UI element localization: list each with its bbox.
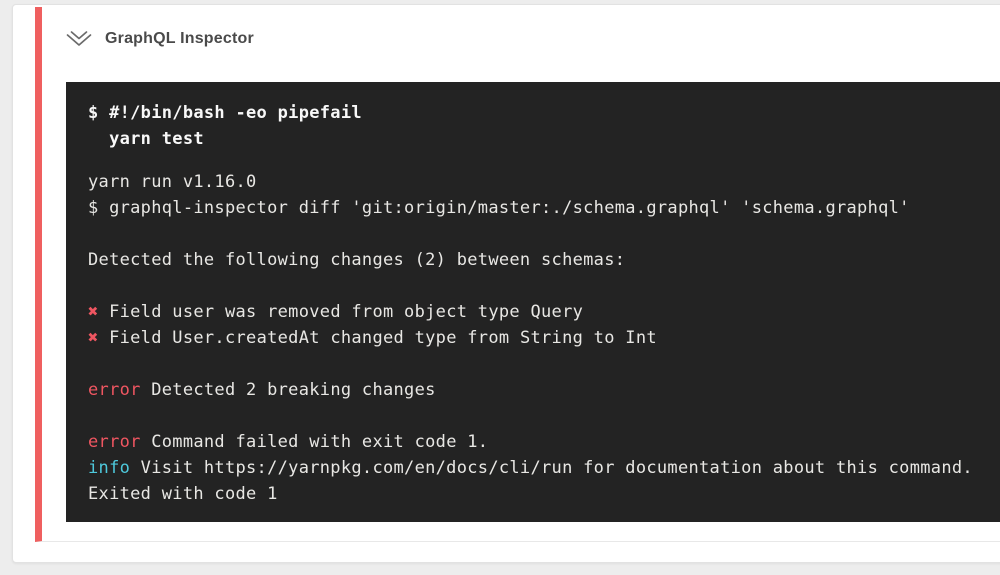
terminal-segment-cross: ✖ (88, 302, 99, 322)
terminal-line: Detected the following changes (2) betwe… (88, 247, 1000, 273)
terminal-line (88, 221, 1000, 247)
terminal-line (88, 273, 1000, 299)
terminal-segment-error: error (88, 432, 141, 452)
terminal-segment-cross: ✖ (88, 328, 99, 348)
terminal-segment-plain: yarn run v1.16.0 (88, 172, 257, 192)
terminal-segment-plain: Field user was removed from object type … (98, 302, 584, 322)
terminal-segment-error: error (88, 380, 141, 400)
terminal-segment-plain: Detected 2 breaking changes (140, 380, 436, 400)
terminal-line: ✖ Field user was removed from object typ… (88, 299, 1000, 325)
terminal-line (88, 403, 1000, 429)
terminal-line: error Detected 2 breaking changes (88, 377, 1000, 403)
terminal-segment-plain: Field User.createdAt changed type from S… (98, 328, 657, 348)
step-header[interactable]: GraphQL Inspector (66, 7, 1000, 82)
terminal-output: yarn run v1.16.0 $ graphql-inspector diff… (88, 169, 1000, 507)
terminal-line: error Command failed with exit code 1. (88, 429, 1000, 455)
terminal-line: yarn run v1.16.0 (88, 169, 1000, 195)
terminal-line: ✖ Field User.createdAt changed type from… (88, 325, 1000, 351)
build-step-failed: GraphQL Inspector $ #!/bin/bash -eo pipe… (35, 7, 1000, 542)
step-title: GraphQL Inspector (105, 30, 254, 47)
terminal-line: $ graphql-inspector diff 'git:origin/mas… (88, 195, 1000, 221)
terminal-line: Exited with code 1 (88, 481, 1000, 507)
chevron-double-down-icon[interactable] (66, 30, 92, 50)
terminal-segment-info: info (88, 458, 131, 478)
terminal-segment-plain: Visit https://yarnpkg.com/en/docs/cli/ru… (130, 458, 973, 478)
terminal-line (88, 351, 1000, 377)
terminal-segment-plain: Exited with code 1 (88, 484, 278, 504)
terminal-output-panel: $ #!/bin/bash -eo pipefail yarn test yar… (66, 82, 1000, 522)
build-steps-card: GraphQL Inspector $ #!/bin/bash -eo pipe… (12, 4, 1000, 563)
terminal-line: info Visit https://yarnpkg.com/en/docs/c… (88, 455, 1000, 481)
terminal-segment-plain: $ graphql-inspector diff 'git:origin/mas… (88, 198, 910, 218)
terminal-command: $ #!/bin/bash -eo pipefail yarn test (88, 103, 362, 149)
terminal-segment-plain: Command failed with exit code 1. (140, 432, 489, 452)
terminal-segment-plain: Detected the following changes (2) betwe… (88, 250, 626, 270)
